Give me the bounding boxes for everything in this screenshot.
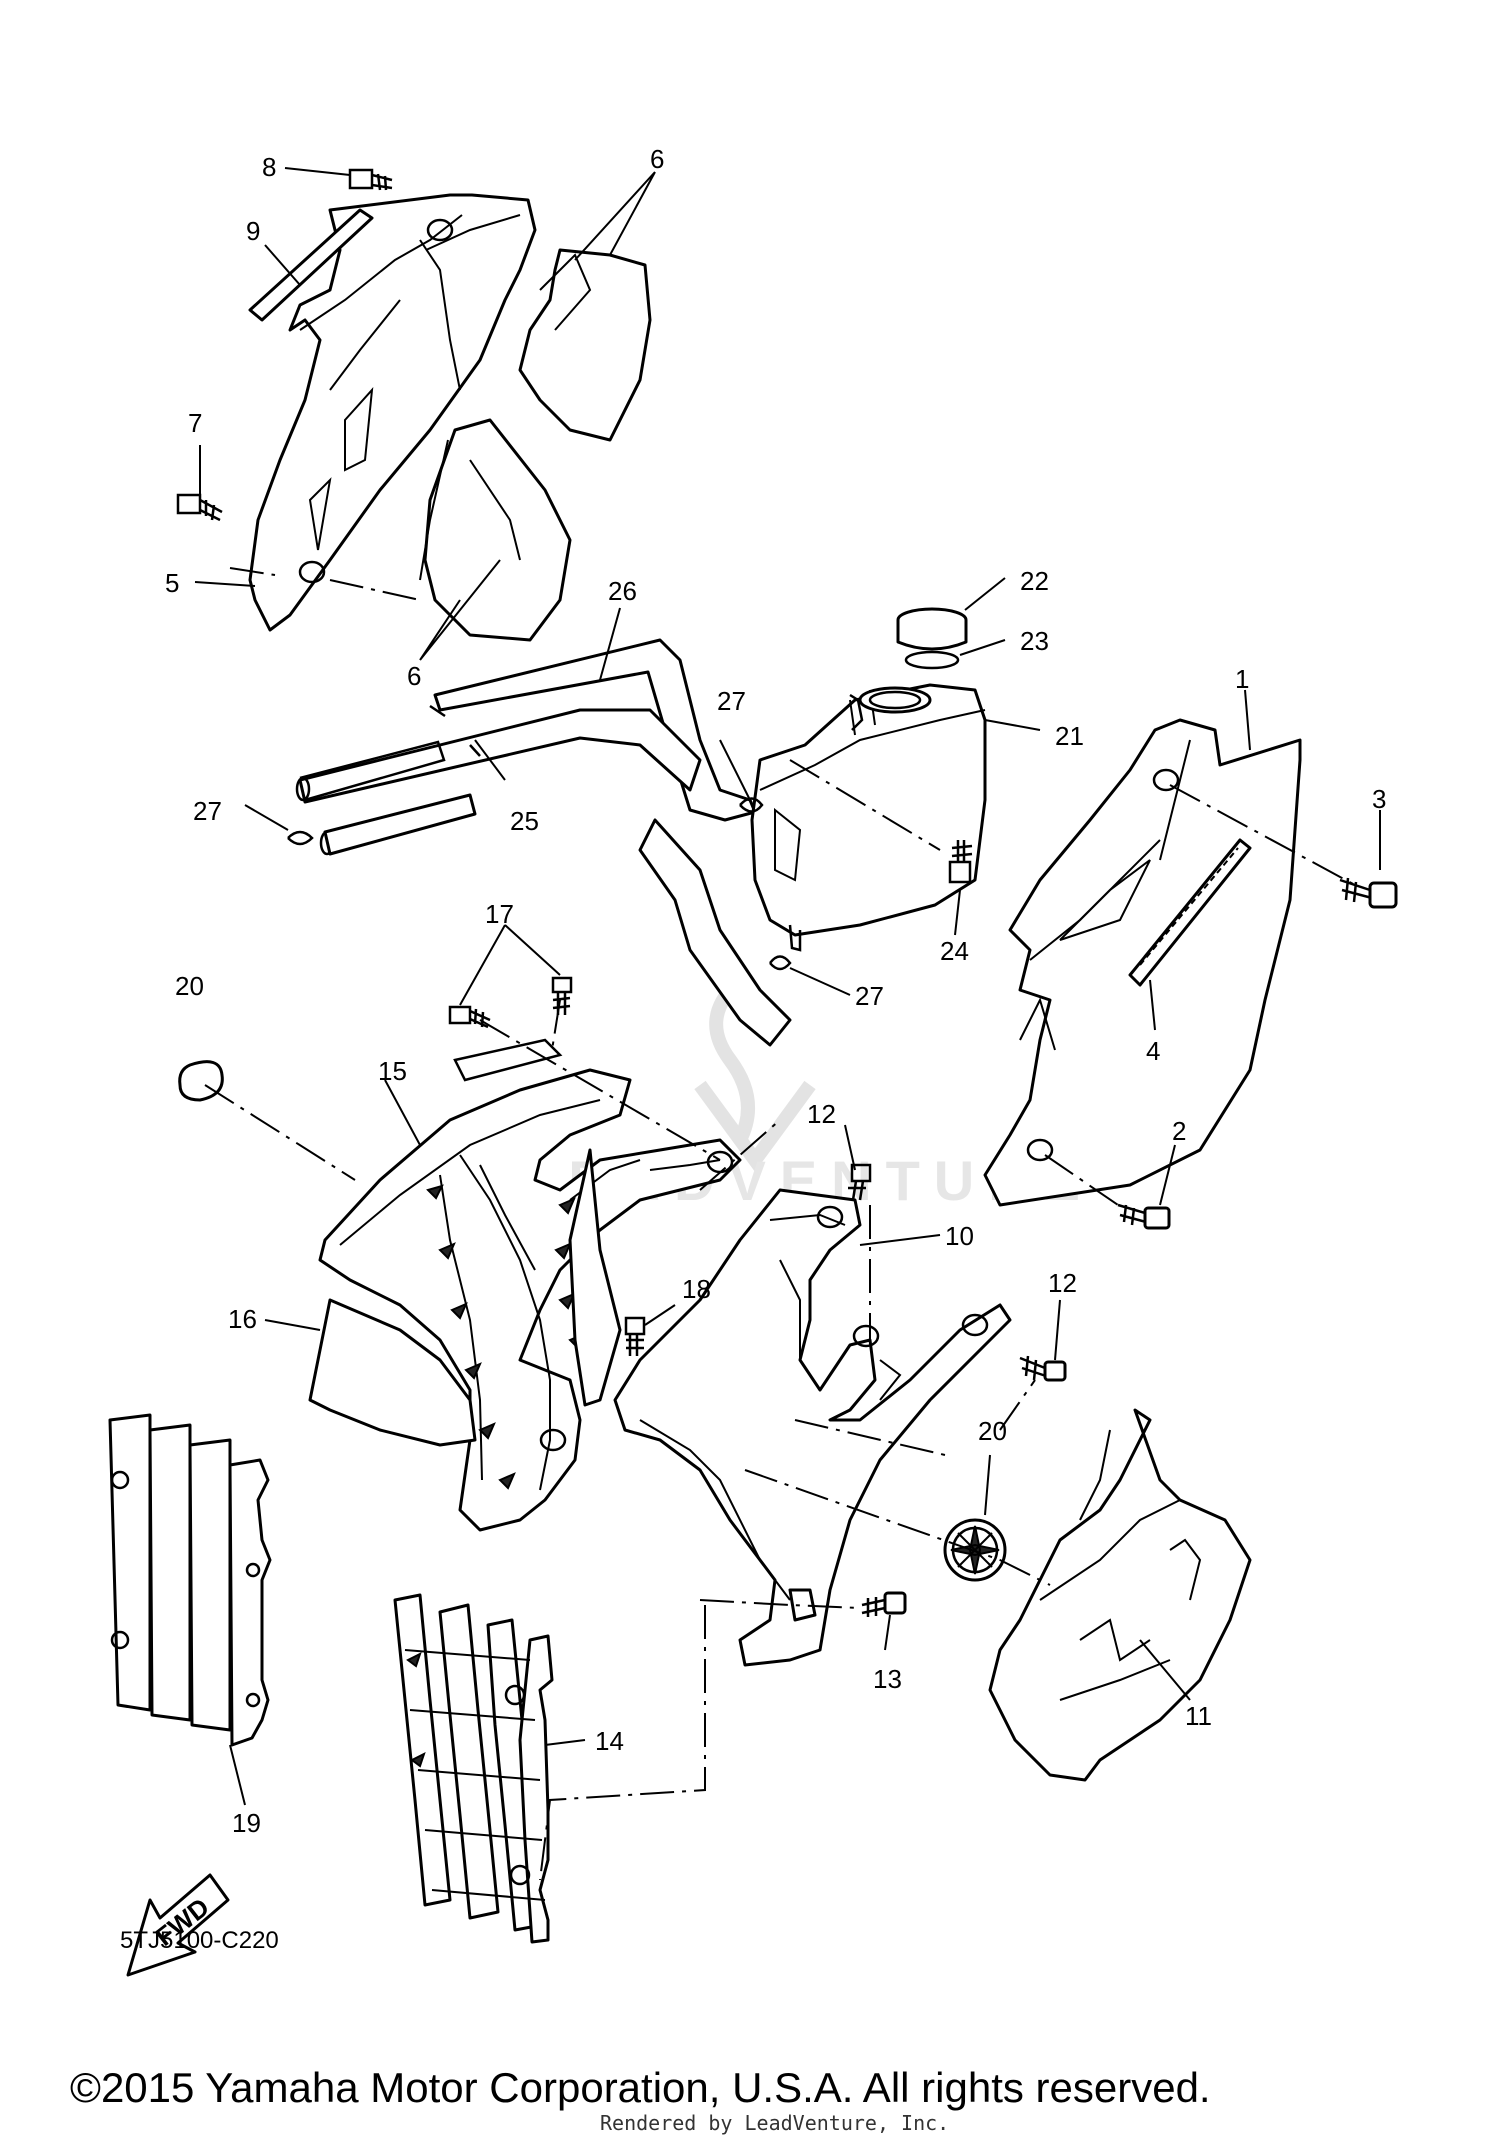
bolt-12-upper [848, 1163, 872, 1201]
callout-25: 25 [510, 806, 539, 836]
callout-4: 4 [1146, 1036, 1160, 1066]
callout-10: 10 [945, 1221, 974, 1251]
clamp-27-tank-side [739, 797, 764, 813]
callout-6-lower: 6 [407, 661, 421, 691]
callout-15: 15 [378, 1056, 407, 1086]
callout-27-lower: 27 [855, 981, 884, 1011]
callout-6-upper: 6 [650, 144, 664, 174]
clamp-27-left [287, 830, 314, 846]
callout-14: 14 [595, 1726, 624, 1756]
callout-12-upper: 12 [807, 1099, 836, 1129]
callout-26: 26 [608, 576, 637, 606]
side-cover-right-assembly [983, 718, 1398, 1230]
callout-24: 24 [940, 936, 969, 966]
callout-22: 22 [1020, 566, 1049, 596]
rendered-by: Rendered by LeadVenture, Inc. [600, 2111, 949, 2135]
callout-5: 5 [165, 568, 179, 598]
decal-4 [1128, 838, 1252, 987]
callout-8: 8 [262, 152, 276, 182]
bolt-7 [176, 493, 223, 522]
cap-22 [896, 607, 968, 651]
bolt-17b [551, 976, 573, 1015]
oring-23 [904, 650, 960, 670]
bolt-17a [448, 1005, 491, 1029]
emblem-20-left [178, 1060, 224, 1102]
callout-27-left: 27 [193, 796, 222, 826]
part-6-guard-lower [423, 418, 572, 642]
part-10-cover [613, 1188, 1012, 1667]
callout-20-right: 20 [978, 1416, 1007, 1446]
hose-27-segment [323, 793, 477, 856]
callout-23: 23 [1020, 626, 1049, 656]
bolt-2 [1117, 1203, 1171, 1230]
reservoir-tank-assembly [739, 607, 987, 971]
callout-3: 3 [1372, 784, 1386, 814]
hoses [295, 638, 792, 1047]
part-15-cover [318, 1068, 742, 1532]
side-cover-upper-assembly [176, 168, 652, 642]
callout-12-right: 12 [1048, 1268, 1077, 1298]
radiator-side-cover-assembly [613, 1188, 1067, 1667]
part-6-guard-upper [518, 248, 652, 442]
assembly-lines [204, 567, 1356, 1881]
leader-lines [194, 167, 1381, 1806]
callout-1: 1 [1235, 664, 1249, 694]
bolt-12-right [1019, 1355, 1067, 1382]
emblem-20-right [943, 1518, 1007, 1582]
callout-19: 19 [232, 1808, 261, 1838]
hose-25 [298, 708, 702, 804]
radiator-louver-14 [393, 1593, 554, 1944]
bolt-8 [348, 168, 393, 191]
callout-21: 21 [1055, 721, 1084, 751]
bolt-18 [624, 1316, 646, 1356]
part-16-insert [308, 1298, 477, 1447]
callout-20-left: 20 [175, 971, 204, 1001]
strip-9 [248, 208, 374, 322]
callout-17: 17 [485, 899, 514, 929]
bolt-24 [948, 840, 973, 884]
callouts: 8 9 7 5 6 6 26 25 27 27 27 22 23 21 1 3 … [165, 144, 1386, 1838]
part-5-cover [248, 193, 537, 632]
callout-16: 16 [228, 1304, 257, 1334]
callout-13: 13 [873, 1664, 902, 1694]
clamp-27-tank-bottom [769, 955, 792, 971]
callout-7: 7 [188, 408, 202, 438]
bolt-3 [1339, 877, 1398, 909]
copyright-notice: ©2015 Yamaha Motor Corporation, U.S.A. A… [70, 2064, 1211, 2111]
bolt-13 [861, 1591, 907, 1617]
fwd-arrow: FWD [126, 1873, 230, 1977]
callout-9: 9 [246, 216, 260, 246]
callout-18: 18 [682, 1274, 711, 1304]
callout-11: 11 [1185, 1701, 1212, 1731]
callout-27-upper: 27 [717, 686, 746, 716]
graphic-decal-11 [988, 1408, 1252, 1782]
part-21-tank [750, 683, 987, 937]
diagram-code: 5TJ5100-C220 [120, 1927, 279, 1954]
part-11-decal [988, 1408, 1252, 1782]
radiator-guard-19 [108, 1413, 272, 1747]
callout-2: 2 [1172, 1116, 1186, 1146]
hose-26-tail [638, 818, 792, 1047]
